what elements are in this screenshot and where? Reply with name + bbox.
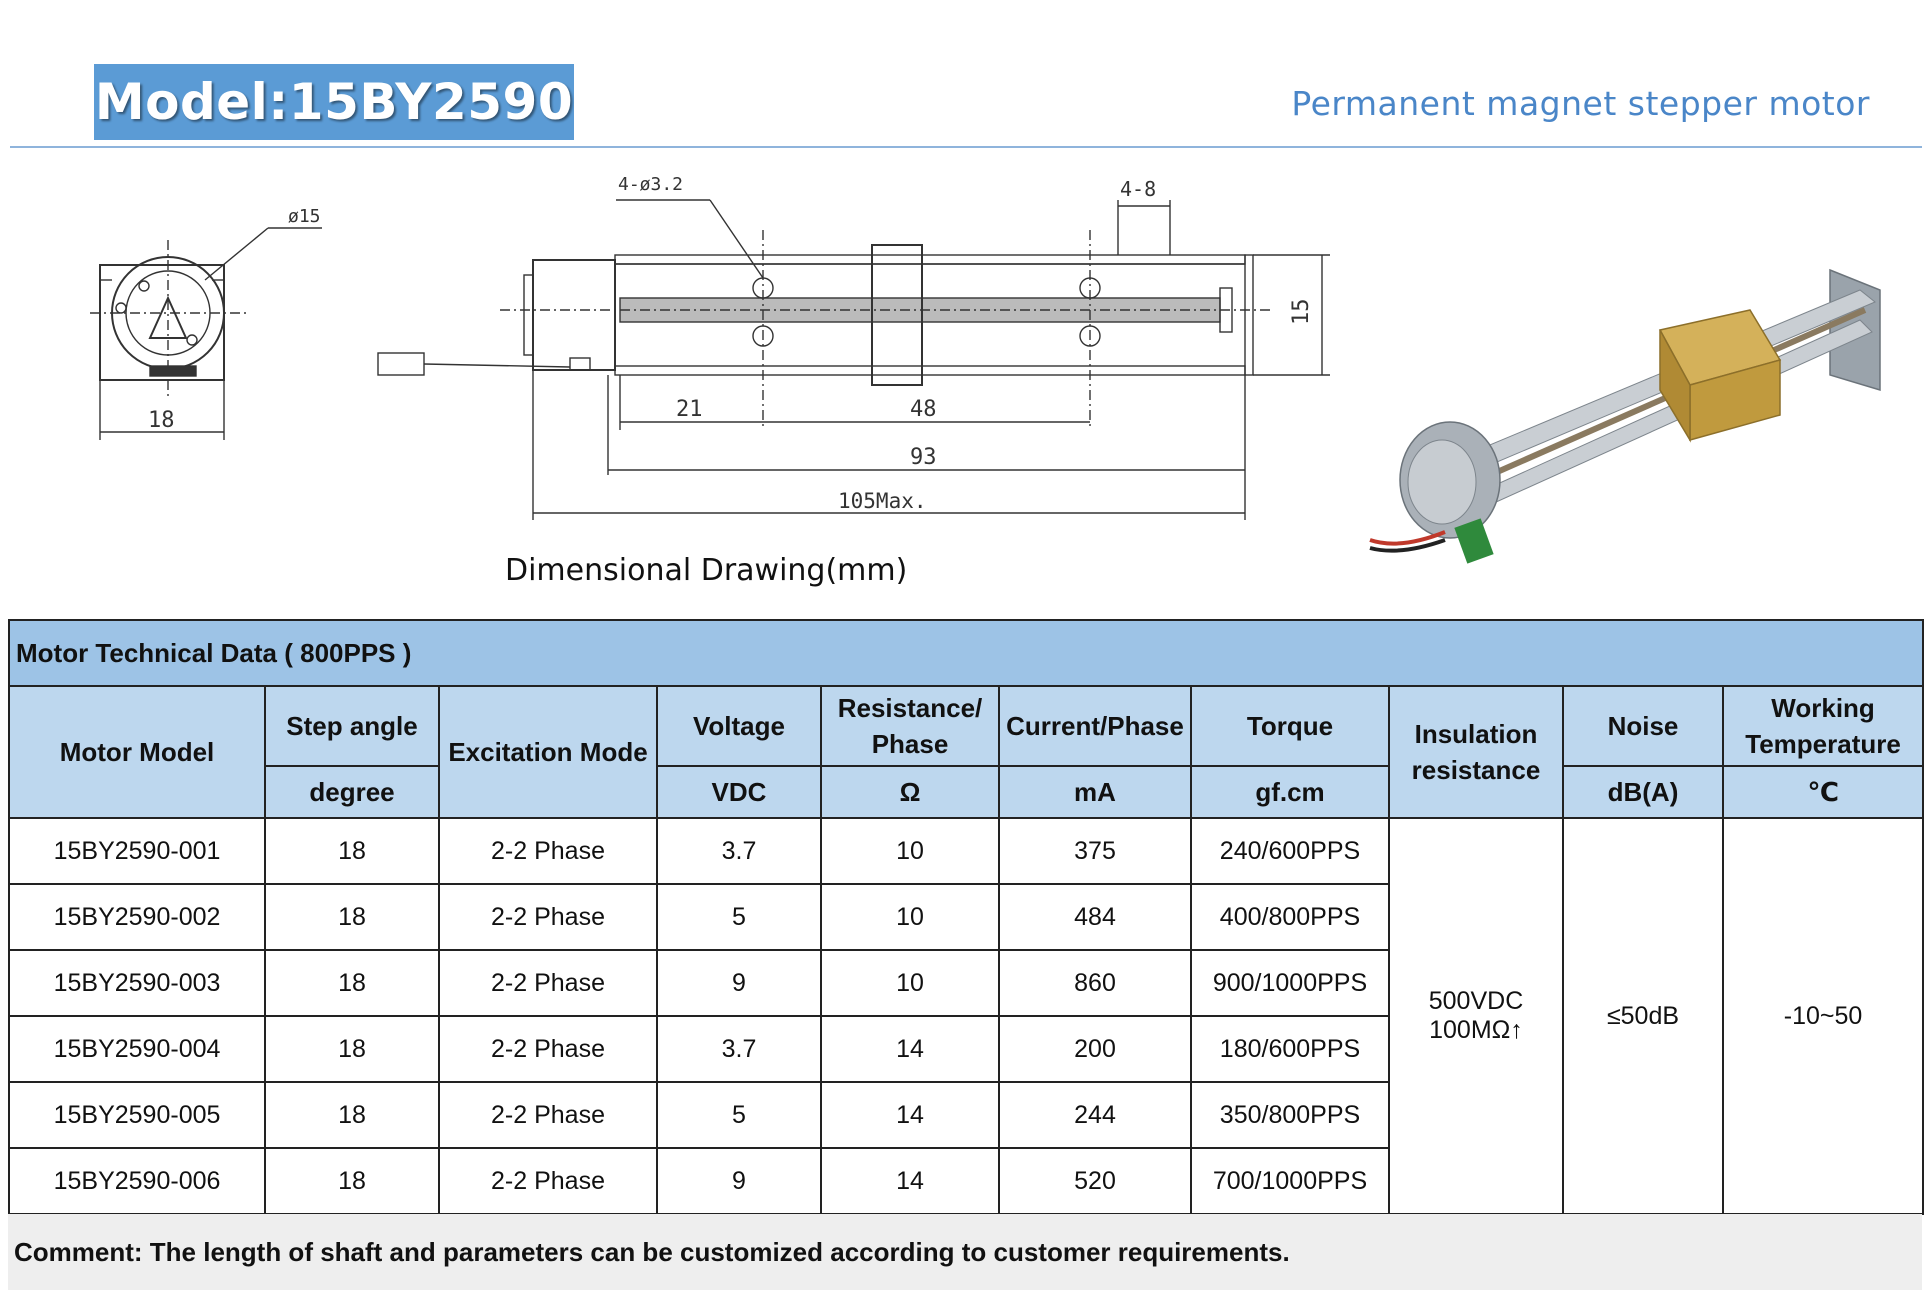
table-title: Motor Technical Data ( 800PPS ) [7, 619, 1925, 687]
dim-diameter: ø15 [288, 206, 321, 227]
cell-voltage: 5 [656, 1081, 822, 1149]
cell-torque: 240/600PPS [1190, 817, 1390, 885]
cell-voltage: 3.7 [656, 817, 822, 885]
table-row: 15BY2590-001 18 2-2 Phase 3.7 10 375 240… [8, 817, 1925, 1215]
front-view [90, 227, 322, 440]
table-row: 15BY2590-002 18 2-2 Phase 5 10 484 400/8… [8, 883, 1923, 951]
drawing-svg: ø15 18 [90, 174, 1881, 564]
unit-temp: ℃ [1721, 765, 1925, 819]
header-resistance: Resistance/ Phase [820, 685, 1000, 767]
cell-step: 18 [264, 817, 440, 885]
header-step-angle: Step angle [264, 685, 440, 767]
cell-current: 244 [998, 1081, 1192, 1149]
cell-mode: 2-2 Phase [438, 1015, 658, 1083]
cell-current: 484 [998, 883, 1192, 951]
cell-resistance: 14 [820, 1081, 1000, 1149]
product-photo [1369, 268, 1881, 564]
cell-resistance: 14 [820, 1147, 1000, 1215]
cell-torque: 900/1000PPS [1190, 949, 1390, 1017]
header-current: Current/Phase [998, 685, 1192, 767]
cell-current: 520 [998, 1147, 1192, 1215]
unit-voltage: VDC [656, 765, 822, 819]
cell-model: 15BY2590-005 [8, 1081, 266, 1149]
cell-torque: 180/600PPS [1190, 1015, 1390, 1083]
cell-voltage: 3.7 [656, 1015, 822, 1083]
technical-data-table: Motor Technical Data ( 800PPS ) Motor Mo… [7, 619, 1925, 1215]
cell-current: 375 [998, 817, 1192, 885]
table-row: 15BY2590-005 18 2-2 Phase 5 14 244 350/8… [8, 1081, 1923, 1149]
cell-model: 15BY2590-004 [8, 1015, 266, 1083]
header-excitation: Excitation Mode [438, 685, 658, 819]
side-view [377, 199, 1330, 520]
unit-torque: gf.cm [1190, 765, 1390, 819]
cell-mode: 2-2 Phase [438, 883, 658, 951]
cell-insulation: 500VDC 100MΩ↑ [1388, 817, 1564, 1215]
cell-voltage: 9 [656, 1147, 822, 1215]
cell-resistance: 10 [820, 817, 1000, 885]
header-noise: Noise [1562, 685, 1724, 767]
unit-current: mA [998, 765, 1192, 819]
cell-step: 18 [264, 1081, 440, 1149]
model-title: Model:15BY2590 [94, 73, 574, 131]
header-divider [10, 146, 1922, 148]
table-row: 15BY2590-004 18 2-2 Phase 3.7 14 200 180… [8, 1015, 1923, 1083]
cell-resistance: 10 [820, 949, 1000, 1017]
product-subtitle: Permanent magnet stepper motor [1291, 84, 1870, 123]
cell-current: 860 [998, 949, 1192, 1017]
cell-model: 15BY2590-002 [8, 883, 266, 951]
model-title-box: Model:15BY2590 [94, 64, 574, 140]
cell-torque: 700/1000PPS [1190, 1147, 1390, 1215]
cell-resistance: 14 [820, 1015, 1000, 1083]
table-row: 15BY2590-003 18 2-2 Phase 9 10 860 900/1… [8, 949, 1923, 1017]
dim-21: 21 [676, 397, 703, 422]
unit-noise: dB(A) [1562, 765, 1724, 819]
unit-resistance: Ω [820, 765, 1000, 819]
insulation-line1: 500VDC [1428, 987, 1524, 1015]
cell-torque: 400/800PPS [1190, 883, 1390, 951]
cell-step: 18 [264, 1015, 440, 1083]
dim-slot: 4-8 [1120, 177, 1156, 201]
header-torque: Torque [1190, 685, 1390, 767]
dim-holes: 4-ø3.2 [618, 174, 683, 195]
cell-mode: 2-2 Phase [438, 817, 658, 885]
cell-temp: -10~50 [1721, 817, 1925, 1215]
header-voltage: Voltage [656, 685, 822, 767]
dim-width-front: 18 [148, 408, 175, 433]
insulation-line2: 100MΩ↑ [1429, 1016, 1523, 1044]
drawing-caption: Dimensional Drawing(mm) [505, 553, 908, 588]
dim-93: 93 [910, 445, 937, 470]
cell-model: 15BY2590-006 [8, 1147, 266, 1215]
header-temp: Working Temperature [1721, 685, 1925, 767]
cell-mode: 2-2 Phase [438, 1147, 658, 1215]
comment-text: Comment: The length of shaft and paramet… [14, 1236, 1290, 1267]
cell-current: 200 [998, 1015, 1192, 1083]
cell-resistance: 10 [820, 883, 1000, 951]
cell-torque: 350/800PPS [1190, 1081, 1390, 1149]
cell-mode: 2-2 Phase [438, 949, 658, 1017]
dim-height-side: 15 [1289, 299, 1314, 326]
cell-voltage: 9 [656, 949, 822, 1017]
unit-step: degree [264, 765, 440, 819]
comment-bar: Comment: The length of shaft and paramet… [8, 1214, 1922, 1290]
header-insulation: Insulation resistance [1388, 685, 1564, 819]
cell-step: 18 [264, 1147, 440, 1215]
dim-105: 105Max. [838, 489, 927, 513]
cell-voltage: 5 [656, 883, 822, 951]
cell-noise: ≤50dB [1562, 817, 1724, 1215]
cell-mode: 2-2 Phase [438, 1081, 658, 1149]
header-model: Motor Model [8, 685, 266, 819]
dimensional-drawing: ø15 18 [0, 170, 1928, 570]
cell-model: 15BY2590-003 [8, 949, 266, 1017]
cell-model: 15BY2590-001 [8, 817, 266, 885]
cell-step: 18 [264, 949, 440, 1017]
table-row: 15BY2590-006 18 2-2 Phase 9 14 520 700/1… [8, 1147, 1923, 1215]
cell-step: 18 [264, 883, 440, 951]
dim-48: 48 [910, 397, 937, 422]
